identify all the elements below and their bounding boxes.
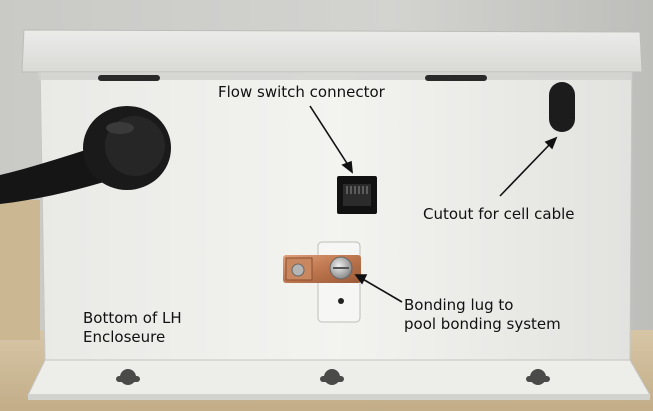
bonding-lug-label-line2: pool bonding system — [404, 315, 561, 333]
left-wood-panel — [0, 200, 40, 340]
vent-slot — [425, 75, 487, 81]
arrow-bonding — [360, 277, 403, 303]
cutout-label: Cutout for cell cable — [423, 205, 575, 224]
lid-shadow — [38, 72, 632, 80]
keyhole-slots — [116, 369, 550, 385]
arrowhead — [544, 136, 558, 150]
flow-switch-label: Flow switch connector — [218, 83, 385, 102]
cable-gland-highlight — [106, 122, 134, 134]
bonding-lug-label-line1: Bonding lug to — [404, 296, 514, 314]
flow-switch-label-text: Flow switch connector — [218, 83, 385, 101]
arrow-cutout — [499, 141, 553, 197]
bottom-enclosure-label-line1: Bottom of LH — [83, 309, 182, 327]
arrowhead — [354, 274, 368, 285]
clamp-screw — [291, 263, 305, 277]
bonding-lug-label: Bonding lug to pool bonding system — [404, 296, 561, 334]
annotation-arrows — [309, 105, 558, 303]
cutout-label-text: Cutout for cell cable — [423, 205, 575, 223]
arrow-flow-switch — [309, 105, 351, 169]
mount-hole — [338, 298, 344, 304]
bottom-enclosure-label-line2: Encloseure — [83, 328, 166, 346]
enclosure-lid — [21, 29, 643, 73]
vent-slot — [98, 75, 160, 81]
cell-cable-cutout — [549, 82, 575, 132]
flange-edge — [28, 394, 650, 400]
flow-switch-jack-inner — [343, 184, 371, 206]
power-cable — [0, 148, 104, 204]
flow-switch-jack-pins — [346, 186, 368, 194]
bottom-enclosure-label: Bottom of LH Encloseure — [83, 309, 182, 347]
arrowhead — [341, 160, 353, 174]
